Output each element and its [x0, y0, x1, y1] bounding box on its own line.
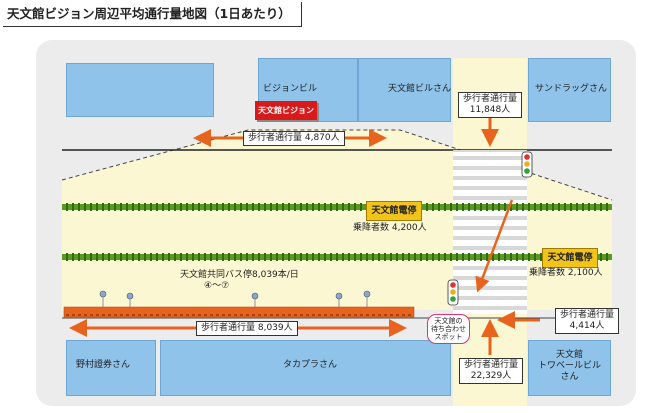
spot-line3: スポット: [434, 333, 463, 342]
bus-stop-poles: [99, 290, 371, 307]
label-tower-line3: さん: [560, 371, 579, 382]
label-takapura: タカプラさん: [283, 360, 338, 370]
bus-stop-numbers: ④〜⑦: [204, 280, 230, 291]
pedestrian-count-bottom: 歩行者通行量 8,039人: [196, 321, 298, 336]
south-label: 歩行者通行量: [464, 360, 519, 370]
building-takapura: [160, 340, 451, 396]
pedestrian-count-east: 歩行者通行量 4,414人: [555, 308, 620, 334]
arrow-crosswalk: [475, 199, 514, 293]
spot-line1: 天文館の: [434, 317, 463, 325]
tram-track-lower-ties: [62, 253, 612, 261]
label-tower-building: 天文館 トワベールビル さん: [528, 350, 611, 382]
label-tower-line1: 天文館: [555, 350, 583, 360]
bus-stop-info: 天文館共同バス停8,039本/日 ④〜⑦: [180, 270, 299, 292]
north-label: 歩行者通行量: [463, 94, 518, 104]
building-sundrug: [528, 58, 611, 122]
crosswalk-stripes: [453, 152, 527, 314]
bus-platform: [63, 306, 415, 318]
vision-sign: 天文館ビジョン: [255, 101, 317, 120]
east-label: 歩行者通行量: [560, 310, 615, 320]
riders-count-2: 乗降者数 2,100人: [529, 268, 603, 278]
north-value: 11,848人: [469, 104, 511, 115]
traffic-light-south: [447, 279, 459, 306]
building-tenmonkan: [358, 58, 451, 122]
label-sundrug: サンドラッグさん: [535, 84, 608, 94]
spot-line2: 待ち合わせ: [431, 325, 466, 334]
bus-stop-label: 天文館共同バス停8,039本/日: [180, 270, 299, 280]
tram-stop-sign-2: 天文館電停: [542, 248, 598, 268]
tram-stop-sign-1: 天文館電停: [366, 201, 422, 221]
pedestrian-count-top: 歩行者通行量 4,870人: [243, 131, 345, 146]
meeting-spot-badge: 天文館の 待ち合わせ スポット: [427, 314, 470, 345]
tram-track-upper-ties: [62, 203, 612, 211]
south-value: 22,329人: [470, 370, 512, 381]
label-tower-line2: トワベールビル: [537, 360, 601, 371]
building-left: [66, 63, 214, 117]
label-tenmonkan-building: 天文館ビルさん: [388, 84, 452, 94]
pedestrian-count-north: 歩行者通行量 11,848人: [458, 92, 523, 118]
traffic-light-north: [521, 151, 533, 178]
building-tower: [528, 340, 611, 396]
riders-count-1: 乗降者数 4,200人: [353, 223, 427, 233]
pedestrian-count-south: 歩行者通行量 22,329人: [459, 358, 524, 384]
east-value: 4,414人: [569, 320, 605, 331]
page-title: 天文館ビジョン周辺平均通行量地図（1日あたり）: [3, 2, 302, 27]
label-vision-building: ビジョンビル: [263, 84, 318, 94]
label-nomura: 野村證券さん: [76, 360, 131, 370]
building-nomura: [66, 340, 156, 396]
